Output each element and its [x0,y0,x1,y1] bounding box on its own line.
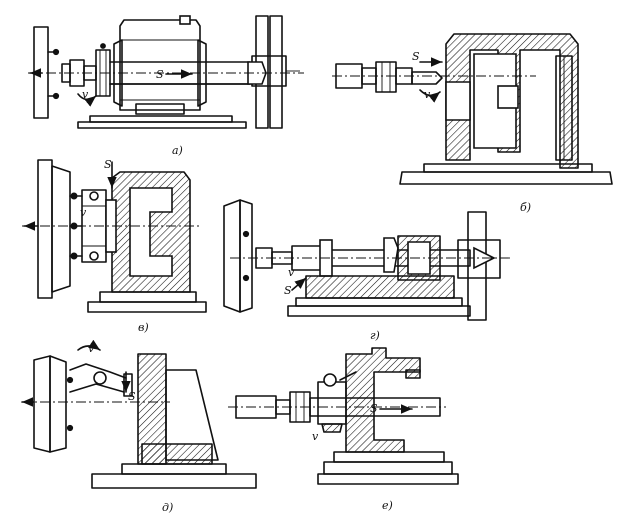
rotation-arrow-d [77,339,101,351]
boring-head-b [335,61,443,93]
faceplate-g [223,199,253,313]
rotation-arrow-b [419,89,441,103]
feed-label-v: S [104,158,112,171]
feed-label-g: S [284,284,292,297]
workpiece-a [113,15,207,115]
panel-d: S v д) [21,339,257,514]
panel-v: S v в) [22,158,207,334]
caption-g: г) [370,329,380,342]
caption-a: а) [172,144,183,157]
workpiece-d [137,353,219,465]
caption-d: д) [162,501,173,514]
panel-g: S v г) [223,199,512,342]
speed-label-e: v [312,430,319,443]
feed-label-d: S [128,390,136,403]
faceplate-d [33,355,74,453]
machine-table-b [399,163,613,185]
feed-label-b: S [412,50,420,63]
speed-label-g: v [288,266,295,279]
workpiece-v [105,171,191,293]
boring-bar-e [235,371,441,433]
machine-table-e [317,451,459,485]
speed-label-b: v [424,88,431,101]
panel-e: S v е) [228,347,459,512]
faceplate-a [33,26,60,119]
workpiece-g [287,275,471,317]
panel-a: v S а) [28,15,304,157]
panel-b: S v б) [332,33,613,214]
caption-e: е) [382,499,393,512]
machine-table-v [87,291,207,313]
feed-label-e: S [370,402,378,415]
feed-label-a: S [156,68,164,81]
speed-label-d: v [88,342,95,355]
feed-arrow-g [291,277,307,291]
machine-table-d [91,463,257,489]
boring-bar-a [61,43,251,97]
radial-tool-d [69,363,133,397]
workpiece-e [345,347,421,453]
machine-table-a [77,115,247,129]
facing-head-v [81,189,107,263]
workpiece-b [445,33,579,169]
speed-label-v: v [80,206,87,219]
rotation-arrow-a [77,93,97,107]
caption-b: б) [520,201,531,214]
faceplate-v [37,159,83,299]
tailstock-support-a [247,15,300,129]
speed-label-a: v [82,88,89,101]
caption-v: в) [138,321,149,334]
